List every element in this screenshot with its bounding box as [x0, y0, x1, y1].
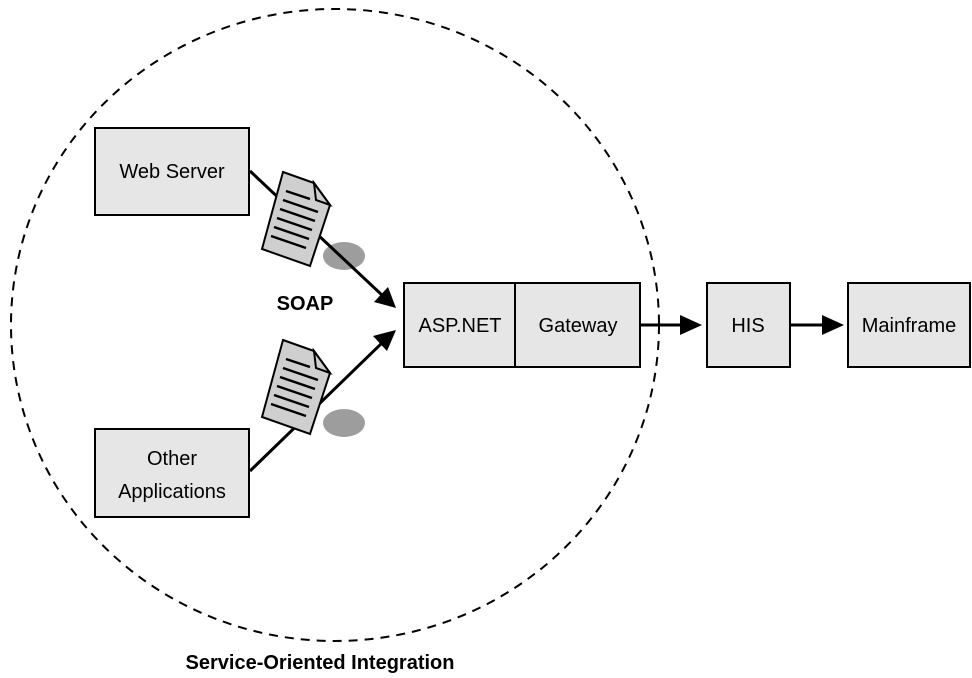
- boundary-caption: Service-Oriented Integration: [186, 652, 455, 674]
- mainframe-label: Mainframe: [862, 315, 956, 337]
- web-server-node: Web Server: [94, 127, 250, 216]
- his-to-mainframe-arrow: [790, 315, 844, 335]
- other-applications-node: Other Applications: [94, 428, 250, 518]
- aspnet-gateway-node: ASP.NET Gateway: [403, 282, 641, 368]
- his-label: HIS: [731, 315, 764, 337]
- other-applications-label-line2: Applications: [118, 481, 226, 503]
- his-node: HIS: [706, 282, 791, 368]
- soap-document-icon-top: [260, 170, 333, 268]
- mainframe-node: Mainframe: [847, 282, 971, 368]
- soap-document-icon-bottom: [260, 338, 333, 436]
- gateway-to-his-arrow: [640, 315, 702, 335]
- doc-shadow-bottom: [323, 409, 365, 437]
- aspnet-label: ASP.NET: [419, 315, 502, 337]
- web-server-label: Web Server: [119, 161, 225, 183]
- soap-label: SOAP: [277, 293, 334, 315]
- other-applications-label-line1: Other: [147, 448, 197, 470]
- gateway-label: Gateway: [539, 315, 618, 337]
